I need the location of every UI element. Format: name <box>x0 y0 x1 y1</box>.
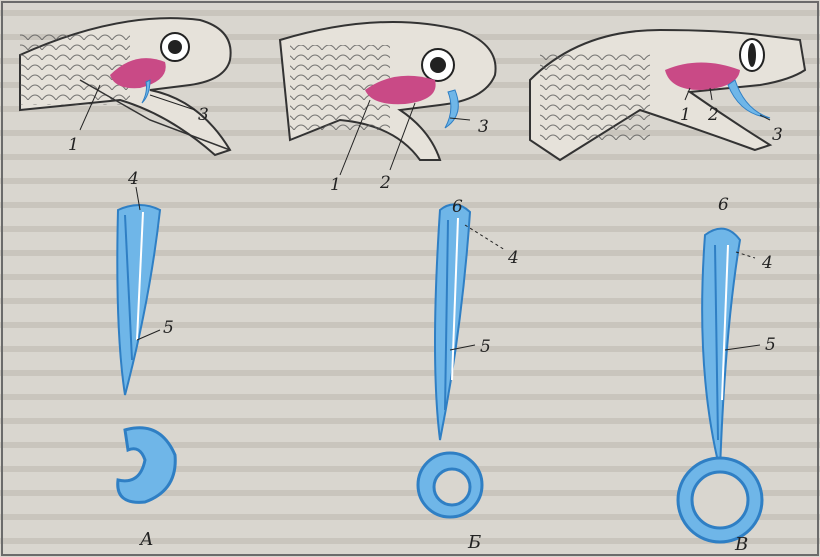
panel-letter-c: В <box>734 534 748 555</box>
label-b-head-3: 3 <box>478 117 489 137</box>
label-c-head-1: 1 <box>680 105 691 125</box>
fang-c-crosssection <box>678 458 762 542</box>
label-b-head-1: 1 <box>330 175 341 195</box>
label-a-head-1: 1 <box>68 135 79 155</box>
label-b-fang-5: 5 <box>480 337 491 357</box>
panel-letter-b: Б <box>467 532 481 553</box>
label-c-head-2: 2 <box>707 105 719 125</box>
label-a-fang-4: 4 <box>127 169 139 189</box>
label-a-head-3: 3 <box>198 105 209 125</box>
label-c-fang-4: 4 <box>761 253 773 273</box>
panel-letter-a: А <box>138 529 154 550</box>
label-c-head-3: 3 <box>772 125 783 145</box>
label-b-fang-4: 4 <box>507 248 519 268</box>
label-a-fang-5: 5 <box>163 318 174 338</box>
label-b-head-2: 2 <box>379 173 391 193</box>
label-b-fang-6: 6 <box>452 197 463 217</box>
label-c-fang-5: 5 <box>765 335 776 355</box>
fang-b-crosssection <box>418 453 482 517</box>
label-c-fang-6: 6 <box>718 195 729 215</box>
